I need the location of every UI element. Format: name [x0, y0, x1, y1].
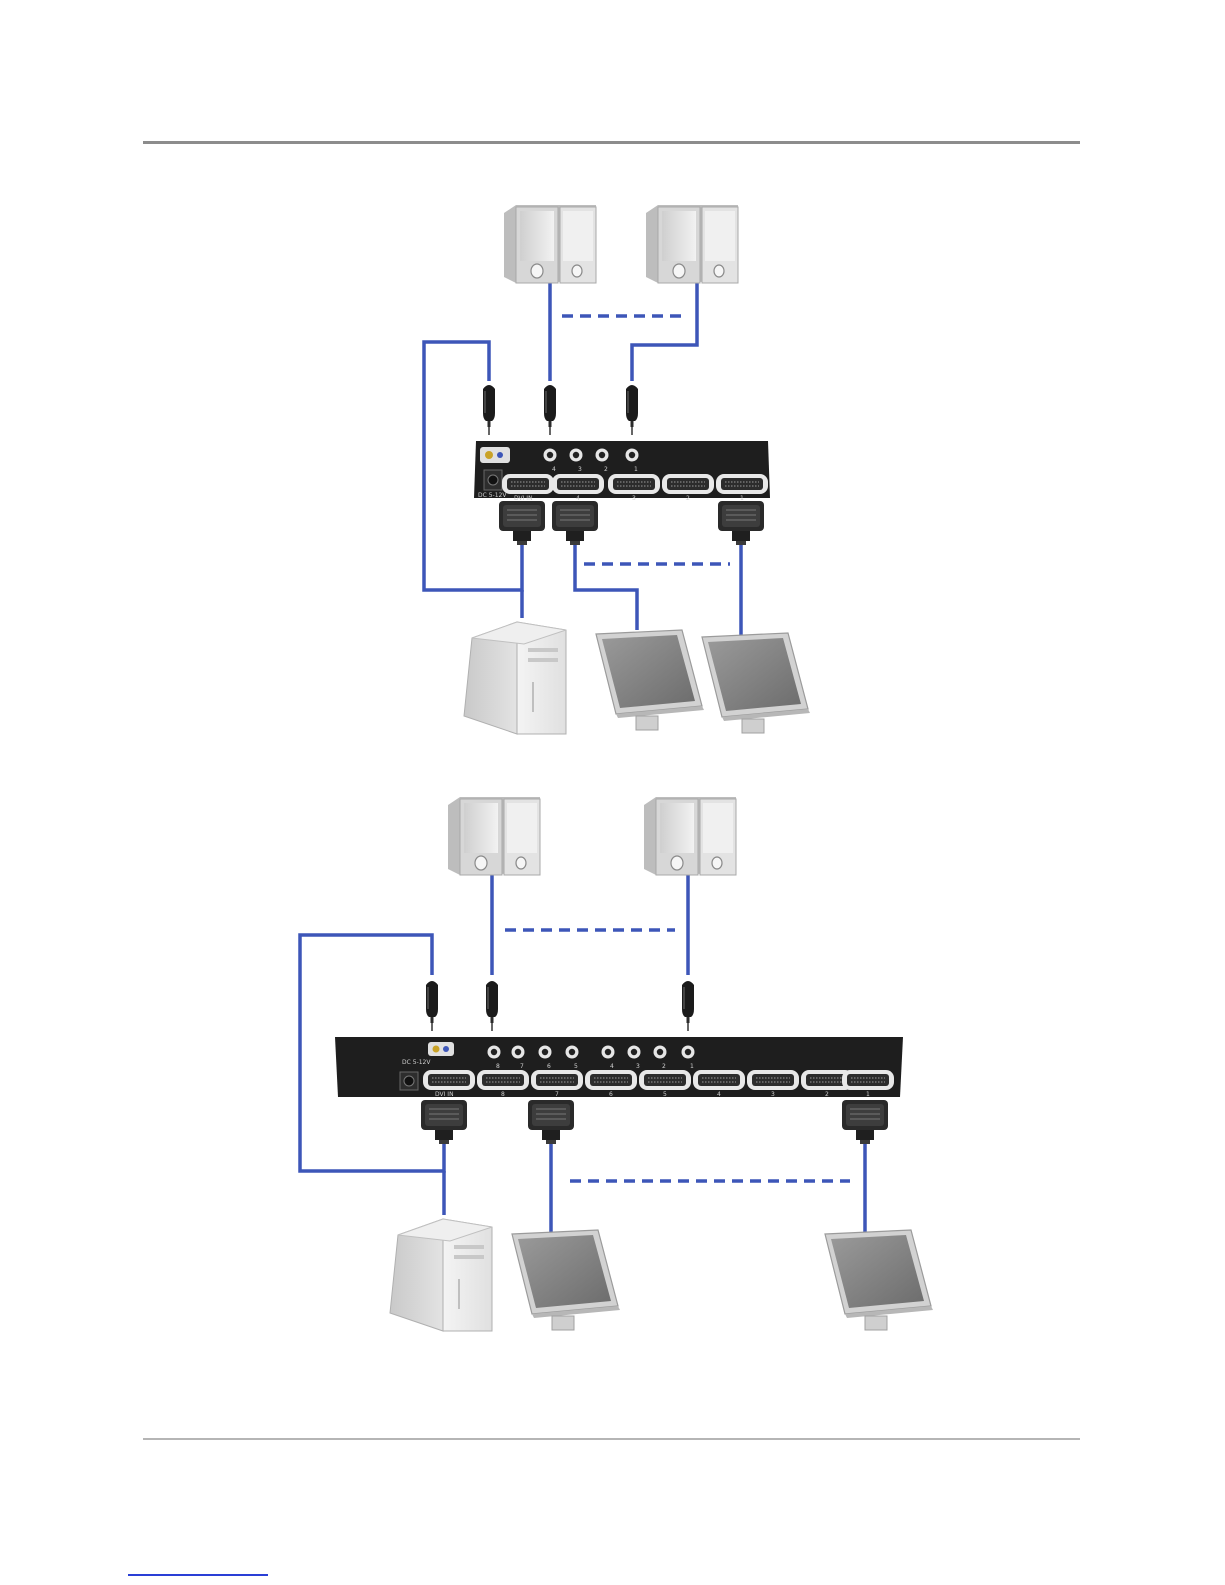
- audio-port-label: 3: [578, 466, 582, 473]
- dvi-out-port: [842, 1070, 894, 1090]
- dvi-connector-icon: [499, 501, 545, 545]
- dvi-out-port: [531, 1070, 583, 1090]
- pc-tower-icon: [390, 1219, 492, 1331]
- switch-8-port: DC 5-12V 8 7 6 5 4 3 2 1: [335, 1037, 903, 1098]
- speaker-icon: [644, 797, 736, 875]
- dvi-port-label: 4: [576, 495, 580, 502]
- monitor-icon: [702, 633, 810, 733]
- audio-jack-icon: [483, 385, 495, 435]
- dvi-port-label: 2: [825, 1091, 829, 1098]
- audio-jack-icon: [426, 981, 438, 1031]
- dvi-port-label: 3: [771, 1091, 775, 1098]
- monitor-icon: [825, 1230, 933, 1330]
- cable-speaker2: [632, 281, 697, 381]
- dvi-connector-icon: [421, 1100, 467, 1144]
- speaker-icon: [646, 205, 738, 283]
- dvi-in-label: DVI IN: [514, 495, 533, 502]
- dvi-connector-icon: [528, 1100, 574, 1144]
- dvi-connector-icon: [552, 501, 598, 545]
- audio-jack-icon: [544, 385, 556, 435]
- audio-port-label: 4: [610, 1063, 614, 1070]
- audio-port-label: 8: [496, 1063, 500, 1070]
- audio-jack-icon: [682, 981, 694, 1031]
- audio-port-label: 7: [520, 1063, 524, 1070]
- dvi-port-label: 2: [686, 495, 690, 502]
- power-label: DC 5-12V: [478, 492, 507, 499]
- dvi-port-label: 8: [501, 1091, 505, 1098]
- audio-jack-icon: [486, 981, 498, 1031]
- power-label: DC 5-12V: [402, 1059, 431, 1066]
- switch-4-port: DC 5-12V 4 3 2 1 DVI IN 4 3 2 1: [474, 441, 770, 502]
- dvi-out-port: [747, 1070, 799, 1090]
- dvi-port-label: 6: [609, 1091, 613, 1098]
- dvi-out-port: [585, 1070, 637, 1090]
- dvi-out-port: [639, 1070, 691, 1090]
- monitor-icon: [596, 630, 704, 730]
- audio-port-label: 6: [547, 1063, 551, 1070]
- speaker-icon: [504, 205, 596, 283]
- audio-port-label: 1: [634, 466, 638, 473]
- diagram-top: DC 5-12V 4 3 2 1 DVI IN 4 3 2 1: [424, 205, 810, 734]
- dvi-in-port: [502, 474, 554, 494]
- dvi-out-port: [662, 474, 714, 494]
- dvi-out-port: [716, 474, 768, 494]
- dvi-connector-icon: [718, 501, 764, 545]
- dvi-in-port: [423, 1070, 475, 1090]
- audio-port-label: 5: [574, 1063, 578, 1070]
- audio-port-label: 2: [604, 466, 608, 473]
- dvi-out-port: [477, 1070, 529, 1090]
- dvi-port-label: 5: [663, 1091, 667, 1098]
- audio-jack-icon: [626, 385, 638, 435]
- audio-port-label: 2: [662, 1063, 666, 1070]
- speaker-icon: [448, 797, 540, 875]
- cable-monitor1: [575, 541, 637, 630]
- dvi-out-port: [552, 474, 604, 494]
- dvi-out-port: [608, 474, 660, 494]
- dvi-out-port: [693, 1070, 745, 1090]
- dvi-port-label: 4: [717, 1091, 721, 1098]
- dvi-port-label: 3: [632, 495, 636, 502]
- pc-tower-icon: [464, 622, 566, 734]
- dvi-in-label: DVI IN: [435, 1091, 454, 1098]
- audio-port-label: 3: [636, 1063, 640, 1070]
- dvi-port-label: 7: [555, 1091, 559, 1098]
- diagram-bottom: DC 5-12V 8 7 6 5 4 3 2 1: [300, 797, 933, 1331]
- audio-port-label: 1: [690, 1063, 694, 1070]
- monitor-icon: [512, 1230, 620, 1330]
- audio-port-label: 4: [552, 466, 556, 473]
- dvi-port-label: 1: [740, 495, 744, 502]
- dvi-port-label: 1: [866, 1091, 870, 1098]
- dvi-connector-icon: [842, 1100, 888, 1144]
